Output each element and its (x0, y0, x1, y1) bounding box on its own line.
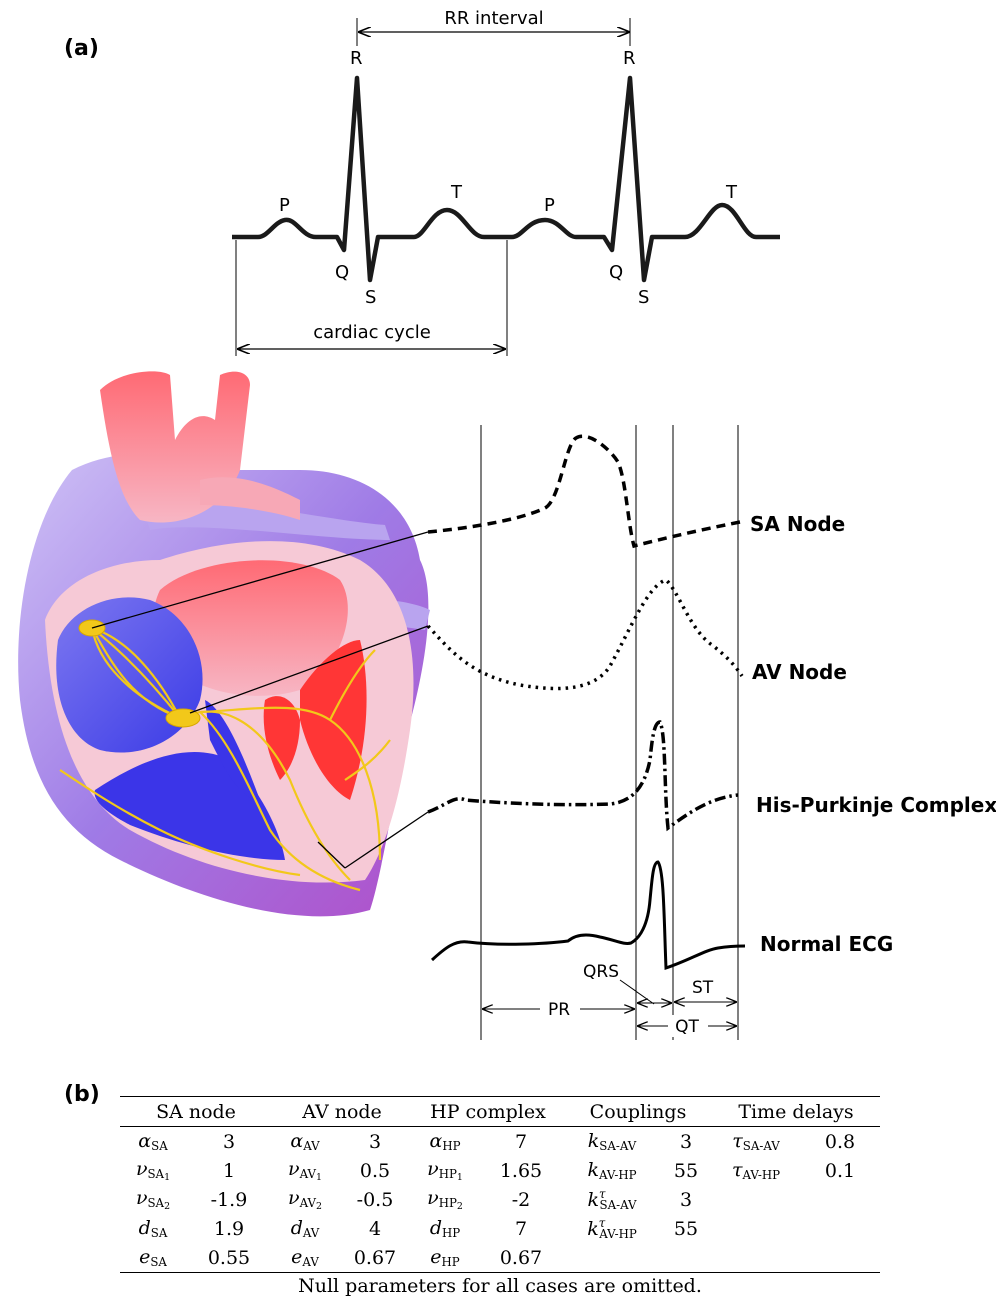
symbol-nu-sa1: νSA1 (120, 1156, 186, 1185)
table-cell: 0.67 (478, 1243, 564, 1273)
table-cell: 7 (478, 1127, 564, 1157)
table-cell: -1.9 (186, 1185, 272, 1214)
table-cell-empty (712, 1243, 800, 1273)
qrs-label: QRS (583, 962, 619, 982)
table-cell: 55 (660, 1214, 712, 1243)
table-cell (800, 1185, 880, 1214)
heart-illustration (18, 371, 430, 916)
symbol-nu-av2: νAV2 (272, 1185, 338, 1214)
table-header-row: SA node AV node HP complex Couplings Tim… (120, 1097, 880, 1127)
header-couplings: Couplings (564, 1097, 712, 1127)
table-cell: 7 (478, 1214, 564, 1243)
header-time-delays: Time delays (712, 1097, 880, 1127)
sa-node-label: SA Node (750, 512, 845, 536)
symbol-d-hp: dHP (412, 1214, 478, 1243)
rr-interval-label: RR interval (444, 8, 543, 29)
symbol-nu-hp1: νHP1 (412, 1156, 478, 1185)
pr-label: PR (548, 1000, 570, 1020)
symbol-alpha-hp: αHP (412, 1127, 478, 1157)
normal-ecg-label: Normal ECG (760, 932, 893, 956)
symbol-nu-av1: νAV1 (272, 1156, 338, 1185)
table-row: νSA2 -1.9 νAV2 -0.5 νHP2 -2 kτSA-AV 3 (120, 1185, 880, 1214)
table-cell: 3 (660, 1185, 712, 1214)
st-label: ST (692, 978, 714, 998)
symbol-tau-sa-av: τSA-AV (712, 1127, 800, 1157)
symbol-alpha-sa: αSA (120, 1127, 186, 1157)
symbol-e-av: eAV (272, 1243, 338, 1273)
symbol-nu-hp2: νHP2 (412, 1185, 478, 1214)
header-av-node: AV node (272, 1097, 412, 1127)
s-wave-label-2: S (638, 287, 649, 308)
r-wave-label: R (350, 48, 363, 69)
panel-b-label: (b) (64, 1082, 100, 1107)
table-cell: 3 (186, 1127, 272, 1157)
s-wave-label: S (365, 287, 376, 308)
table-row: eSA 0.55 eAV 0.67 eHP 0.67 (120, 1243, 880, 1273)
table-cell: 0.5 (338, 1156, 412, 1185)
symbol-k-tau-sa-av: kτSA-AV (564, 1185, 660, 1214)
t-wave-label-2: T (725, 182, 738, 203)
table-row: αSA 3 αAV 3 αHP 7 kSA-AV 3 τSA-AV 0.8 (120, 1127, 880, 1157)
table-cell: 1.65 (478, 1156, 564, 1185)
symbol-k-tau-av-hp: kτAV-HP (564, 1214, 660, 1243)
normal-ecg-trace (432, 862, 745, 968)
qt-label: QT (675, 1017, 699, 1037)
symbol-d-sa: dSA (120, 1214, 186, 1243)
table-cell-empty (564, 1243, 660, 1273)
symbol-e-hp: eHP (412, 1243, 478, 1273)
r-wave-label-2: R (623, 48, 636, 69)
table-cell: 1.9 (186, 1214, 272, 1243)
ecg-trace (232, 78, 780, 280)
table-cell (660, 1243, 712, 1273)
p-wave-label: P (279, 195, 290, 216)
av-node-trace (428, 580, 742, 689)
symbol-tau-av-hp: τAV-HP (712, 1156, 800, 1185)
parameter-table-wrapper: SA node AV node HP complex Couplings Tim… (120, 1096, 880, 1298)
table-cell (800, 1243, 880, 1273)
table-cell-empty (712, 1185, 800, 1214)
table-cell: 0.67 (338, 1243, 412, 1273)
q-wave-label-2: Q (609, 262, 623, 283)
symbol-alpha-av: αAV (272, 1127, 338, 1157)
heart-conduction-diagram: SA Node AV Node His-Purkinje Complex Nor… (0, 360, 996, 1060)
t-wave-label: T (450, 182, 463, 203)
q-wave-label: Q (335, 262, 349, 283)
symbol-d-av: dAV (272, 1214, 338, 1243)
his-purkinje-label: His-Purkinje Complex (756, 793, 996, 817)
his-purkinje-trace (428, 722, 738, 828)
header-sa-node: SA node (120, 1097, 272, 1127)
table-cell: 0.8 (800, 1127, 880, 1157)
av-node-label: AV Node (752, 660, 847, 684)
symbol-k-av-hp: kAV-HP (564, 1156, 660, 1185)
header-hp-complex: HP complex (412, 1097, 564, 1127)
table-cell-empty (712, 1214, 800, 1243)
table-cell: -0.5 (338, 1185, 412, 1214)
p-wave-label-2: P (544, 195, 555, 216)
ecg-waveform-diagram: P Q R S T P Q R S T RR interval cardiac … (0, 0, 996, 370)
table-cell: -2 (478, 1185, 564, 1214)
parameter-table: SA node AV node HP complex Couplings Tim… (120, 1096, 880, 1298)
table-cell: 1 (186, 1156, 272, 1185)
table-cell: 0.55 (186, 1243, 272, 1273)
table-cell: 4 (338, 1214, 412, 1243)
table-row: dSA 1.9 dAV 4 dHP 7 kτAV-HP 55 (120, 1214, 880, 1243)
table-cell: 3 (660, 1127, 712, 1157)
symbol-k-sa-av: kSA-AV (564, 1127, 660, 1157)
table-cell: 55 (660, 1156, 712, 1185)
symbol-e-sa: eSA (120, 1243, 186, 1273)
table-cell: 0.1 (800, 1156, 880, 1185)
symbol-nu-sa2: νSA2 (120, 1185, 186, 1214)
table-cell (800, 1214, 880, 1243)
table-row: νSA1 1 νAV1 0.5 νHP1 1.65 kAV-HP 55 τAV-… (120, 1156, 880, 1185)
table-footnote: Null parameters for all cases are omitte… (120, 1273, 880, 1298)
table-cell: 3 (338, 1127, 412, 1157)
cardiac-cycle-label: cardiac cycle (313, 322, 431, 343)
sa-node-trace (428, 436, 740, 546)
